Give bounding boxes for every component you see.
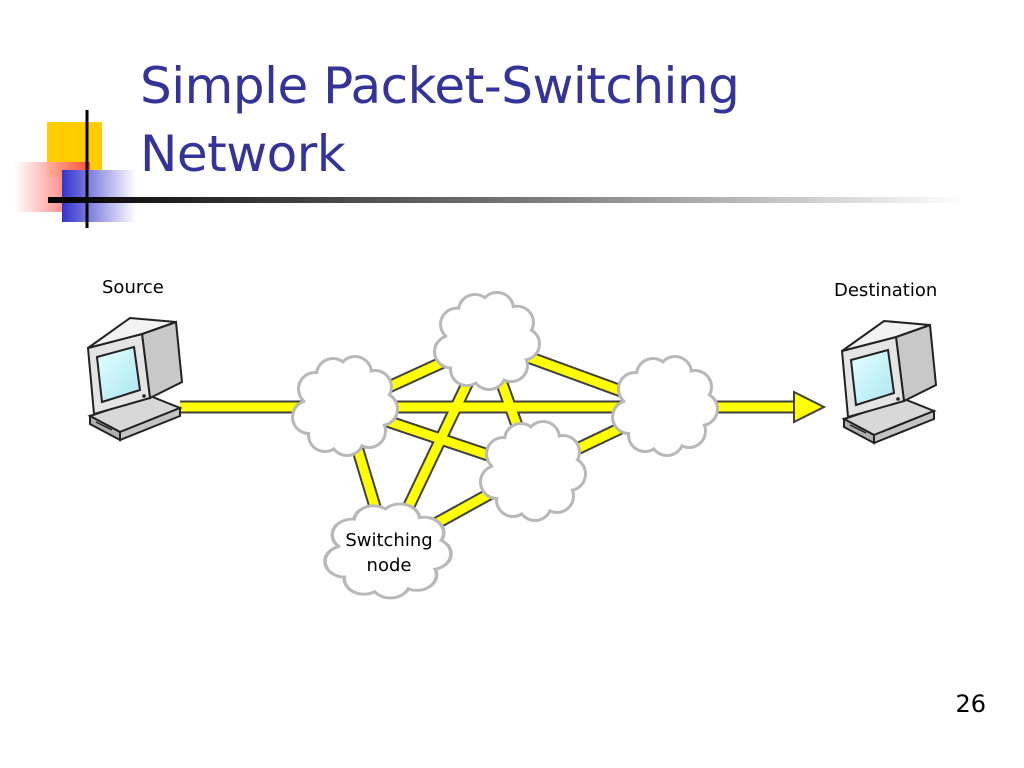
source-computer-icon [87,317,183,441]
switching-node-label-line1: Switching [345,530,432,551]
switching-node-label-line2: node [367,555,412,576]
title-underline [48,197,968,203]
slide-title-line1: Simple Packet-Switching [140,57,740,115]
switching-node-4 [482,423,584,519]
switching-node-1 [294,358,396,454]
page-number: 26 [955,690,986,718]
title-decoration [14,110,136,228]
switching-node-3 [614,358,716,454]
destination-label: Destination [834,280,937,301]
destination-computer-icon [841,320,937,444]
source-label: Source [102,277,164,298]
destination-arrowhead [793,390,827,424]
switching-node-2 [436,294,538,388]
slide-title-line2: Network [140,125,346,183]
slide-title: Simple Packet-Switching Network [140,52,740,188]
